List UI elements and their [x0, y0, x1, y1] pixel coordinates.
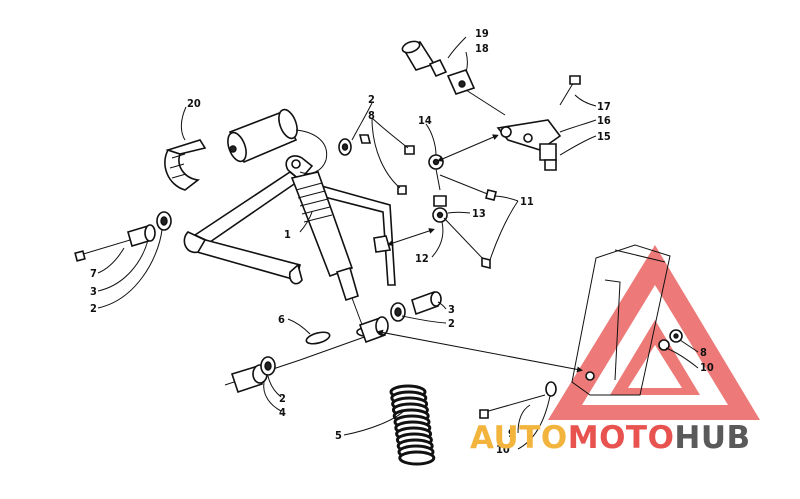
leader-lines [97, 36, 699, 450]
callout-16: 16 [597, 114, 611, 127]
callout-3-right: 3 [448, 303, 455, 316]
callout-8-top: 8 [368, 109, 375, 122]
lower-mount-hardware [224, 290, 442, 394]
callout-18: 18 [475, 42, 489, 55]
spring-coil [398, 450, 436, 466]
linkage-hardware [338, 134, 497, 270]
watermark-text: AUTOMOTOHUB [470, 420, 751, 456]
callout-17: 17 [597, 100, 611, 113]
callout-8-right: 8 [700, 346, 707, 359]
reservoir-part [164, 108, 328, 191]
callout-4: 4 [279, 406, 286, 419]
callout-labels: 1 2 8 14 19 18 17 16 15 11 13 12 20 7 3 … [90, 27, 714, 456]
callout-11: 11 [520, 195, 534, 208]
callout-2-bottom: 2 [279, 392, 286, 405]
connection-arrows [377, 134, 583, 373]
callout-7: 7 [90, 267, 97, 280]
watermark-hub: HUB [674, 420, 750, 456]
callout-5: 5 [335, 429, 342, 442]
watermark-moto: MOTO [568, 420, 675, 456]
callout-14: 14 [418, 114, 432, 127]
callout-15: 15 [597, 130, 611, 143]
callout-6: 6 [278, 313, 285, 326]
callout-1: 1 [284, 228, 291, 241]
callout-2-top: 2 [368, 93, 375, 106]
spring-part [389, 384, 436, 466]
left-mount-hardware [74, 211, 172, 262]
callout-13: 13 [472, 207, 486, 220]
right-bracket-hardware [479, 244, 683, 419]
callout-10-bottom: 10 [496, 443, 510, 456]
svg-text:AUTOMOTOHUB: AUTOMOTOHUB [470, 420, 751, 456]
callout-2-right: 2 [448, 317, 455, 330]
callout-12: 12 [415, 252, 429, 265]
upper-bracket-hardware [401, 40, 581, 171]
callout-9: 9 [508, 427, 515, 440]
callout-20: 20 [187, 97, 201, 110]
callout-19: 19 [475, 27, 489, 40]
callout-10-right: 10 [700, 361, 714, 374]
callout-2-left: 2 [90, 302, 97, 315]
watermark-auto: AUTO [470, 420, 568, 456]
a-arm-part [183, 171, 396, 286]
shock-absorber-part [285, 155, 374, 337]
callout-3-left: 3 [90, 285, 97, 298]
